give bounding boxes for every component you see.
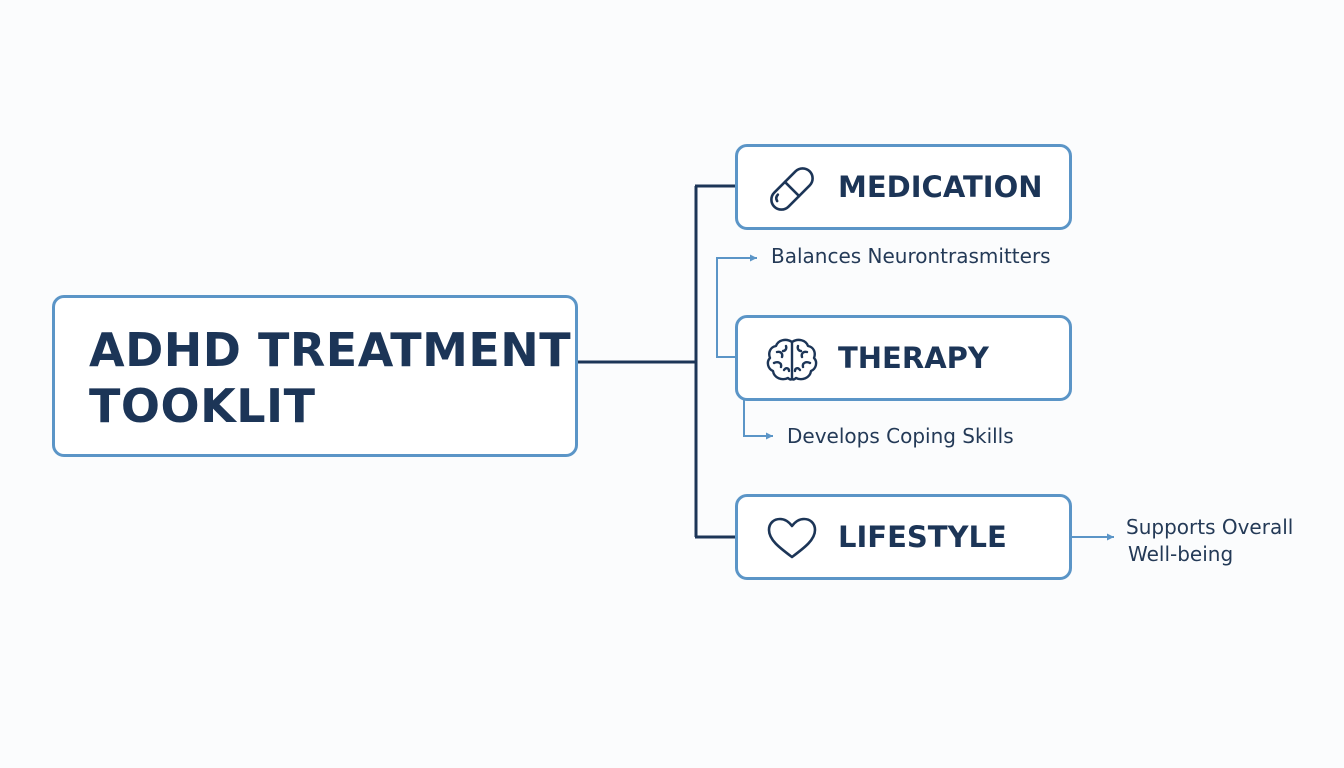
therapy-note: Develops Coping Skills xyxy=(787,424,1014,448)
lifestyle-box: LIFESTYLE xyxy=(735,494,1072,580)
title-line-2: TOOKLIT xyxy=(89,379,316,433)
title-box: ADHD TREATMENT TOOKLIT xyxy=(52,295,578,457)
therapy-note-arrow xyxy=(743,400,773,440)
brain-icon xyxy=(766,338,818,381)
medication-note: Balances Neurontrasmitters xyxy=(771,244,1051,268)
medication-note-line-1: Balances Neurontrasmitters xyxy=(771,244,1051,268)
medication-note-arrow xyxy=(716,254,757,358)
title-line-1: ADHD TREATMENT xyxy=(89,323,572,377)
lifestyle-note-line-1: Supports Overall xyxy=(1126,515,1294,539)
medication-box: MEDICATION xyxy=(735,144,1072,230)
lifestyle-note-line-2: Well-being xyxy=(1128,542,1234,566)
lifestyle-label: LIFESTYLE xyxy=(838,520,1007,554)
therapy-box: THERAPY xyxy=(735,315,1072,401)
pill-icon xyxy=(770,167,814,211)
medication-label: MEDICATION xyxy=(838,170,1043,204)
therapy-note-line-1: Develops Coping Skills xyxy=(787,424,1014,448)
heart-icon xyxy=(767,517,817,559)
diagram-title: ADHD TREATMENT TOOKLIT xyxy=(89,322,572,434)
therapy-label: THERAPY xyxy=(838,341,989,375)
lifestyle-note: Supports Overall Well-being xyxy=(1126,514,1293,568)
